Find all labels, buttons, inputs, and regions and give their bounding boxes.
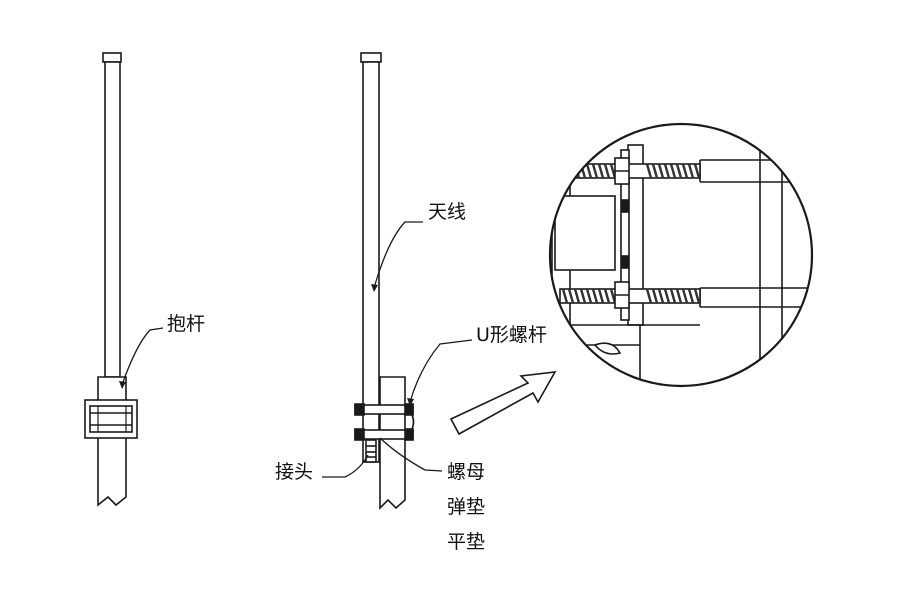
left-antenna-cap [102, 52, 122, 63]
nut-washer-leader [379, 437, 443, 472]
u-bolt-leader [409, 339, 473, 403]
left-clamp-inner [89, 405, 133, 433]
left-mast-assembly [84, 52, 164, 507]
connector [365, 439, 377, 463]
zoom-arrow [449, 371, 557, 436]
left-antenna-tube [104, 61, 121, 378]
label-mast-pole: 抱杆 [167, 313, 206, 335]
antenna-leader [373, 221, 423, 289]
label-spring-washer: 弹垫 [447, 496, 486, 518]
mast-pole-leader [121, 327, 164, 386]
magnifier-circle [548, 122, 814, 388]
label-nut: 螺母 [447, 461, 486, 483]
middle-mast-pole [379, 376, 406, 510]
lower-threaded-rod [559, 288, 701, 304]
connector-leader [322, 454, 369, 478]
antenna-cap [360, 52, 382, 63]
left-mast-pole [97, 376, 127, 507]
magnified-detail [550, 124, 812, 386]
label-antenna: 天线 [428, 201, 467, 223]
middle-antenna-assembly [322, 52, 473, 510]
label-u-bolt: U形螺杆 [476, 324, 547, 346]
antenna-tube [362, 61, 380, 463]
label-connector: 接头 [275, 461, 314, 483]
label-flat-washer: 平垫 [447, 531, 486, 553]
